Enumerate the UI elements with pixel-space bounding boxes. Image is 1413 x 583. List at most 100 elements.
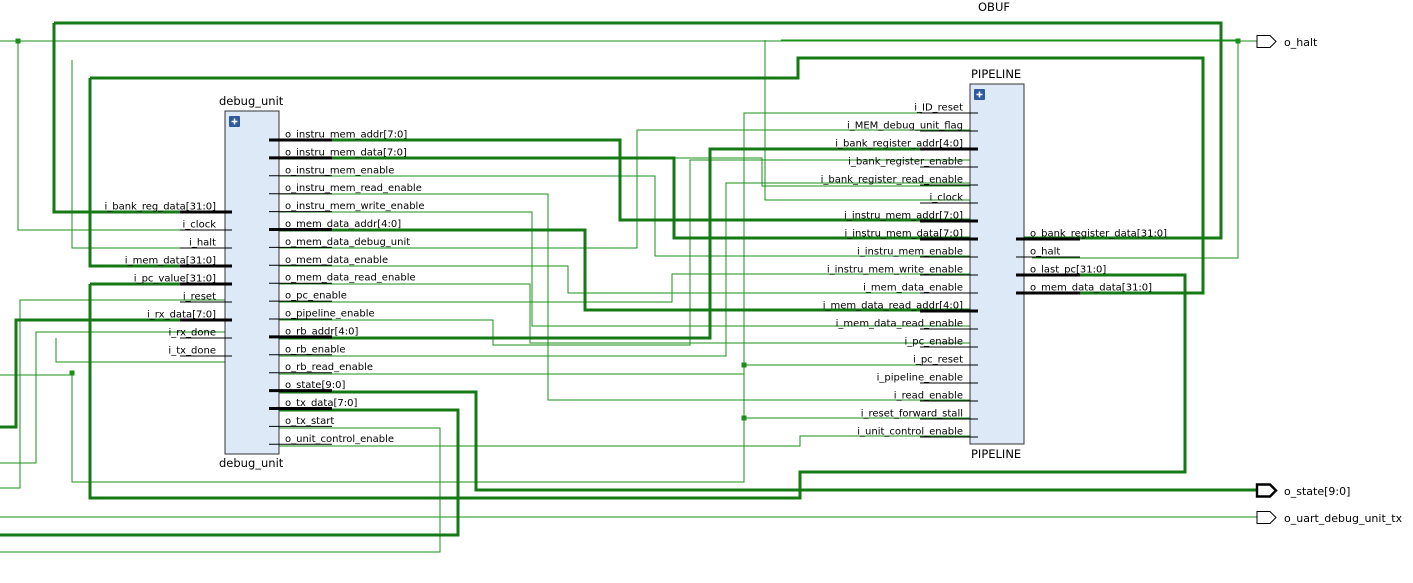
pin-o-mem-data-read-enable[interactable]: o_mem_data_read_enable bbox=[269, 273, 416, 284]
pin-i-rx-done[interactable]: i_rx_done bbox=[169, 328, 233, 339]
pin-i-reset[interactable]: i_reset bbox=[180, 292, 232, 303]
pin-o-instru-mem-write-enable[interactable]: o_instru_mem_write_enable bbox=[269, 201, 425, 213]
pin-i-pc-value[interactable]: i_pc_value[31:0] bbox=[134, 274, 232, 286]
pin-label: o_pc_enable bbox=[285, 291, 347, 302]
signal-wire bbox=[279, 211, 978, 327]
pin-i-pipeline-enable[interactable]: i_pipeline_enable bbox=[877, 373, 978, 384]
pin-i-instru-mem-addr[interactable]: i_instru_mem_addr[7:0] bbox=[844, 211, 978, 223]
pin-label: i_reset bbox=[183, 292, 216, 303]
signal-wire bbox=[0, 427, 441, 553]
pin-i-reset-forward-stall[interactable]: i_reset_forward_stall bbox=[861, 409, 978, 420]
pin-i-instru-mem-write-enable[interactable]: i_instru_mem_write_enable bbox=[827, 265, 978, 276]
pin-i-instru-mem-enable[interactable]: i_instru_mem_enable bbox=[857, 247, 978, 258]
pin-label: i_unit_control_enable bbox=[857, 427, 963, 438]
plus-box-icon[interactable] bbox=[229, 116, 240, 127]
pin-label: o_tx_data[7:0] bbox=[285, 398, 357, 409]
pin-i-read-enable[interactable]: i_read_enable bbox=[894, 391, 978, 402]
pin-label: o_pipeline_enable bbox=[285, 309, 375, 320]
pin-label: i_bank_register_enable bbox=[848, 157, 963, 168]
output-port-arrow-icon bbox=[1256, 35, 1277, 48]
pin-label: i_MEM_debug_unit_flag bbox=[847, 121, 963, 132]
pin-label: o_instru_mem_write_enable bbox=[285, 201, 425, 212]
signal-wire bbox=[279, 112, 978, 375]
pin-label: o_tx_start bbox=[285, 416, 334, 427]
pin-o-pipeline-enable[interactable]: o_pipeline_enable bbox=[269, 309, 375, 320]
signal-wire bbox=[279, 159, 978, 346]
pin-o-mem-data-data[interactable]: o_mem_data_data[31:0] bbox=[1016, 283, 1152, 295]
pin-label: i_bank_reg_data[31:0] bbox=[104, 202, 216, 213]
pin-o-mem-data-enable[interactable]: o_mem_data_enable bbox=[269, 255, 388, 266]
pin-i-pc-enable[interactable]: i_pc_enable bbox=[904, 337, 978, 348]
pin-label: i_instru_mem_enable bbox=[857, 247, 963, 258]
pin-label: i_mem_data_enable bbox=[863, 283, 963, 294]
pin-label: o_bank_register_data[31:0] bbox=[1030, 229, 1167, 240]
pin-i-clock[interactable]: i_clock bbox=[920, 193, 978, 204]
pin-i-bank-reg-data[interactable]: i_bank_reg_data[31:0] bbox=[104, 202, 232, 214]
pin-o-pc-enable[interactable]: o_pc_enable bbox=[269, 291, 347, 302]
pin-i-instru-mem-data[interactable]: i_instru_mem_data[7:0] bbox=[844, 229, 978, 241]
junction-dot bbox=[1235, 38, 1241, 44]
junction-dot bbox=[741, 415, 747, 421]
pin-o-tx-data[interactable]: o_tx_data[7:0] bbox=[269, 398, 357, 410]
pin-label: i_bank_register_addr[4:0] bbox=[835, 139, 963, 150]
pin-i-clock[interactable]: i_clock bbox=[180, 220, 232, 231]
port-label: o_halt bbox=[1284, 36, 1318, 49]
pin-o-state[interactable]: o_state[9:0] bbox=[269, 380, 345, 393]
bus-wire bbox=[269, 147, 978, 340]
pin-o-mem-data-addr[interactable]: o_mem_data_addr[4:0] bbox=[269, 219, 401, 231]
pin-o-last-pc[interactable]: o_last_pc[31:0] bbox=[1016, 265, 1106, 277]
pin-i-rx-data[interactable]: i_rx_data[7:0] bbox=[147, 310, 232, 322]
port-o-uart-debug-unit-tx[interactable]: o_uart_debug_unit_tx bbox=[1256, 511, 1403, 526]
plus-box-icon[interactable] bbox=[974, 89, 985, 100]
pin-i-pc-reset[interactable]: i_pc_reset bbox=[913, 355, 978, 366]
port-label: o_uart_debug_unit_tx bbox=[1284, 512, 1403, 525]
pin-label: i_reset_forward_stall bbox=[861, 409, 963, 420]
pipeline-body[interactable] bbox=[969, 83, 1025, 445]
pin-o-rb-enable[interactable]: o_rb_enable bbox=[269, 344, 345, 356]
pin-o-rb-addr[interactable]: o_rb_addr[4:0] bbox=[269, 326, 359, 339]
bus-wire bbox=[0, 318, 232, 429]
pin-i-bank-register-addr[interactable]: i_bank_register_addr[4:0] bbox=[835, 139, 978, 151]
pin-label: o_mem_data_enable bbox=[285, 255, 388, 266]
pin-i-ID-reset[interactable]: i_ID_reset bbox=[914, 103, 978, 114]
pipeline-output-pins: o_bank_register_data[31:0] o_halt o_last_p… bbox=[1016, 229, 1167, 295]
pin-i-mem-data-enable[interactable]: i_mem_data_enable bbox=[863, 283, 978, 294]
pin-i-mem-data-read-addr[interactable]: i_mem_data_read_addr[4:0] bbox=[823, 301, 978, 313]
signal-wire bbox=[279, 265, 978, 294]
pin-o-tx-start[interactable]: o_tx_start bbox=[269, 416, 334, 427]
pin-o-unit-control-enable[interactable]: o_unit_control_enable bbox=[269, 434, 394, 445]
pin-i-unit-control-enable[interactable]: i_unit_control_enable bbox=[857, 427, 978, 438]
debug-unit-block[interactable]: debug_unit debug_unit i_bank_reg_data[31… bbox=[104, 94, 424, 470]
pin-i-mem-data[interactable]: i_mem_data[31:0] bbox=[125, 256, 232, 268]
pin-label: i_instru_mem_addr[7:0] bbox=[844, 211, 963, 222]
pin-o-rb-read-enable[interactable]: o_rb_read_enable bbox=[269, 362, 373, 374]
debug-unit-body[interactable] bbox=[224, 110, 280, 455]
pin-label: o_mem_data_data[31:0] bbox=[1030, 283, 1152, 294]
signal-wire bbox=[279, 175, 978, 257]
pin-o-halt[interactable]: o_halt bbox=[1016, 247, 1080, 258]
pin-o-instru-mem-read-enable[interactable]: o_instru_mem_read_enable bbox=[269, 183, 422, 195]
signal-wire bbox=[0, 299, 232, 489]
pin-i-halt[interactable]: i_halt bbox=[180, 238, 232, 249]
pin-label: i_mem_data_read_addr[4:0] bbox=[823, 301, 963, 312]
pin-i-bank-register-read-enable[interactable]: i_bank_register_read_enable bbox=[821, 175, 978, 186]
pin-label: i_pipeline_enable bbox=[877, 373, 963, 384]
pin-i-mem-data-read-enable[interactable]: i_mem_data_read_enable bbox=[836, 319, 978, 330]
signal-wire bbox=[764, 40, 978, 201]
pipeline-block[interactable]: PIPELINE PIPELINE i_ID_reseti_MEM_debug_… bbox=[821, 67, 1168, 461]
pin-o-instru-mem-data[interactable]: o_instru_mem_data[7:0] bbox=[269, 147, 407, 160]
debug-unit-input-pins: i_bank_reg_data[31:0] i_clock i_halt i_mem_… bbox=[104, 202, 232, 357]
signal-wire bbox=[0, 331, 232, 464]
bus-wire bbox=[90, 56, 1205, 295]
port-o-halt[interactable]: o_halt bbox=[1256, 35, 1318, 50]
pin-o-instru-mem-addr[interactable]: o_instru_mem_addr[7:0] bbox=[269, 130, 407, 142]
port-o-state[interactable]: o_state[9:0] bbox=[1255, 483, 1350, 499]
pin-o-mem-data-debug-unit[interactable]: o_mem_data_debug_unit bbox=[269, 237, 410, 248]
debug-unit-title-top: debug_unit bbox=[219, 94, 284, 108]
pin-o-instru-mem-enable[interactable]: o_instru_mem_enable bbox=[269, 165, 394, 177]
pin-i-tx-done[interactable]: i_tx_done bbox=[168, 346, 232, 357]
pin-o-bank-register-data[interactable]: o_bank_register_data[31:0] bbox=[1016, 229, 1167, 241]
pin-i-MEM-debug-unit-flag[interactable]: i_MEM_debug_unit_flag bbox=[847, 121, 978, 132]
pin-i-bank-register-enable[interactable]: i_bank_register_enable bbox=[848, 157, 978, 168]
